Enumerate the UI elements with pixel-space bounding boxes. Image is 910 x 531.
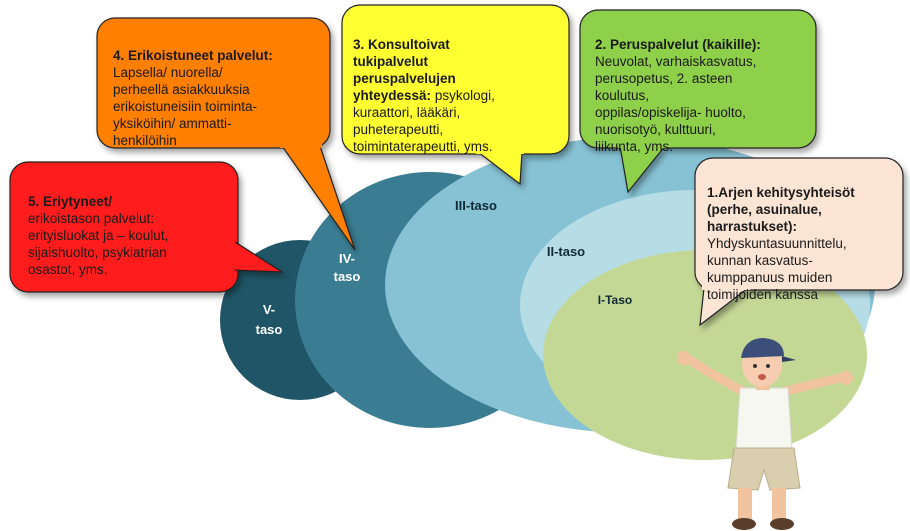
level-4-label: IV- taso [333,251,361,284]
level-2-label: II-taso [546,244,586,259]
callout-level-3 [341,4,570,186]
level-1-label: I-Taso [597,293,633,307]
level-3-label: III-taso [455,198,497,213]
callout-level-4-title: 4. Erikoistuneet palvelut: [113,48,273,63]
callout-level-1-title: 1.Arjen kehitysyhteisöt (perhe, asuinalu… [707,185,855,234]
callout-level-1 [694,157,904,327]
callout-level-2-body: Neuvolat, varhaiskasvatus, perusopetus, … [595,54,757,154]
callout-level-3-body: psykologi, kuraattori, lääkäri, puhetera… [353,88,495,154]
callout-level-2 [579,9,817,194]
callout-level-5-text: 5. Eriytyneet/erikoistason palvelut: eri… [28,176,233,278]
callout-level-1-text: 1.Arjen kehitysyhteisöt (perhe, asuinalu… [707,167,902,303]
callout-level-2-title: 2. Peruspalvelut (kaikille): [595,37,761,52]
level-5-label: V- taso [255,302,283,337]
callout-level-3-title: 3. Konsultoivat tukipalvelut peruspalvel… [353,37,456,103]
callout-level-3-text: 3. Konsultoivat tukipalvelut peruspalvel… [353,19,565,155]
callout-level-4-body: Lapsella/ nuorella/ perheellä asiakkuuks… [113,65,258,148]
child-image [677,338,853,530]
callout-level-5-body: erikoistason palvelut: erityisluokat ja … [28,211,169,277]
callout-level-5-title: 5. Eriytyneet/ [28,194,113,209]
callout-level-4-text: 4. Erikoistuneet palvelut: Lapsella/ nuor… [113,30,325,149]
callout-level-2-text: 2. Peruspalvelut (kaikille): Neuvolat, va… [595,19,813,155]
callout-level-1-body: Yhdyskuntasuunnittelu, kunnan kasvatus- … [707,236,847,302]
callout-level-4 [96,17,356,251]
callout-level-5 [9,161,285,293]
